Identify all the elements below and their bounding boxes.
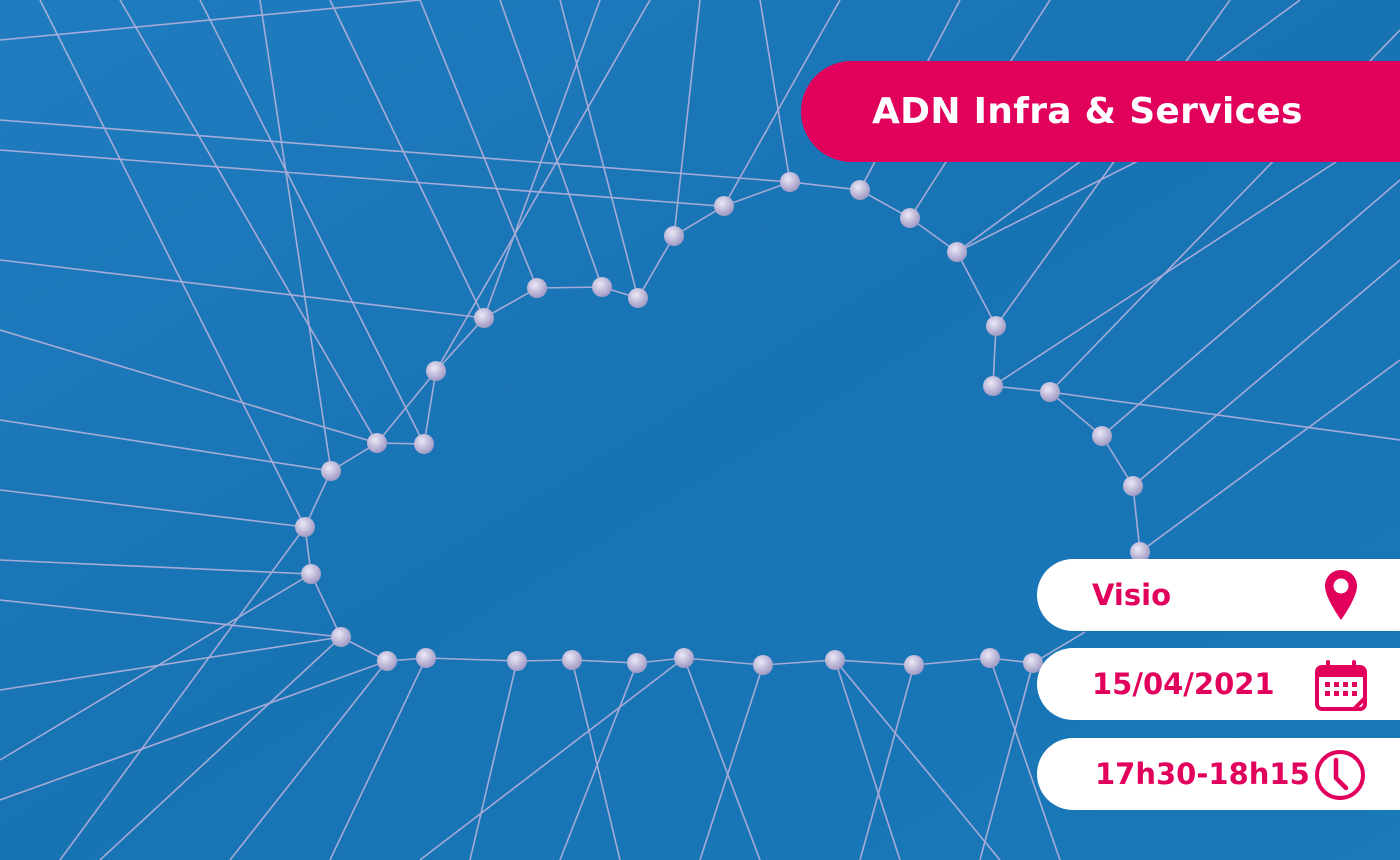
- date-pill: 15/04/2021: [1037, 648, 1400, 720]
- title-banner: ADN Infra & Services: [801, 61, 1400, 162]
- event-title: ADN Infra & Services: [872, 91, 1303, 132]
- date-label: 15/04/2021: [1092, 667, 1275, 701]
- time-pill: 17h30-18h15: [1037, 738, 1400, 810]
- time-label: 17h30-18h15: [1095, 757, 1310, 791]
- calendar-icon: [1315, 660, 1367, 711]
- map-pin-icon: [1325, 570, 1357, 620]
- clock-icon: [1315, 750, 1365, 800]
- location-label: Visio: [1092, 578, 1171, 612]
- location-pill: Visio: [1037, 559, 1400, 631]
